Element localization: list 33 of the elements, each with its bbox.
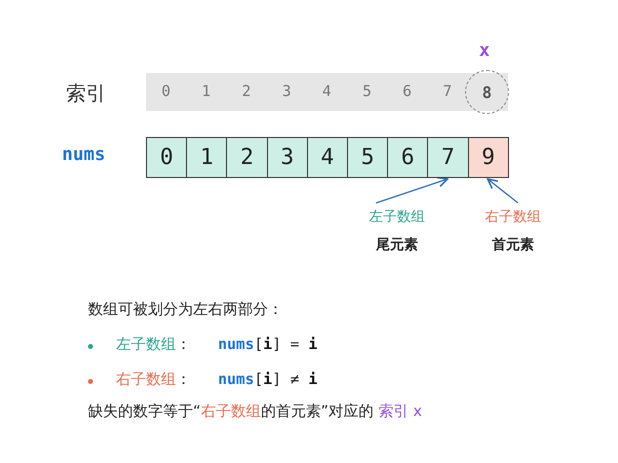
array-cell: 6 bbox=[387, 137, 428, 178]
index-number: 2 bbox=[240, 82, 252, 100]
array-cell: 9 bbox=[468, 137, 509, 178]
array-cell: 1 bbox=[186, 137, 228, 178]
index-number: 7 bbox=[442, 82, 453, 100]
subarray-label: 右子数组 bbox=[484, 208, 542, 227]
index-number: 0 bbox=[160, 82, 172, 100]
array-cell: 4 bbox=[306, 137, 348, 178]
arrow bbox=[486, 178, 518, 204]
array-cell: 3 bbox=[266, 137, 308, 178]
element-label: 首元素 bbox=[491, 236, 535, 255]
index-number: 1 bbox=[200, 82, 212, 100]
array-cell: 5 bbox=[347, 137, 388, 178]
array-cell: 2 bbox=[226, 137, 268, 178]
condition-code: nums[i] ≠ i bbox=[218, 370, 318, 388]
index-number: 4 bbox=[321, 82, 332, 100]
element-label: 尾元素 bbox=[374, 236, 419, 255]
index-number: 3 bbox=[281, 82, 292, 100]
array-cell: 7 bbox=[427, 137, 469, 178]
array-cell: 0 bbox=[146, 137, 188, 178]
conclusion-text: 缺失的数字等于“右子数组的首元素”对应的 索引 x bbox=[88, 402, 422, 421]
index-number: 5 bbox=[361, 82, 373, 100]
array-name: nums bbox=[62, 144, 106, 165]
variable-label: x bbox=[479, 40, 490, 61]
description-text: 数组可被划分为左右两部分： bbox=[88, 300, 283, 319]
condition-code: nums[i] = i bbox=[218, 335, 318, 353]
subarray-term: 左子数组： bbox=[116, 335, 191, 354]
index-circle: 8 bbox=[465, 70, 509, 114]
subarray-term: 右子数组： bbox=[116, 370, 191, 389]
subarray-label: 左子数组 bbox=[368, 208, 426, 227]
index-number: 6 bbox=[402, 82, 413, 100]
arrow bbox=[376, 176, 448, 204]
row-label: 索引 bbox=[66, 80, 106, 107]
